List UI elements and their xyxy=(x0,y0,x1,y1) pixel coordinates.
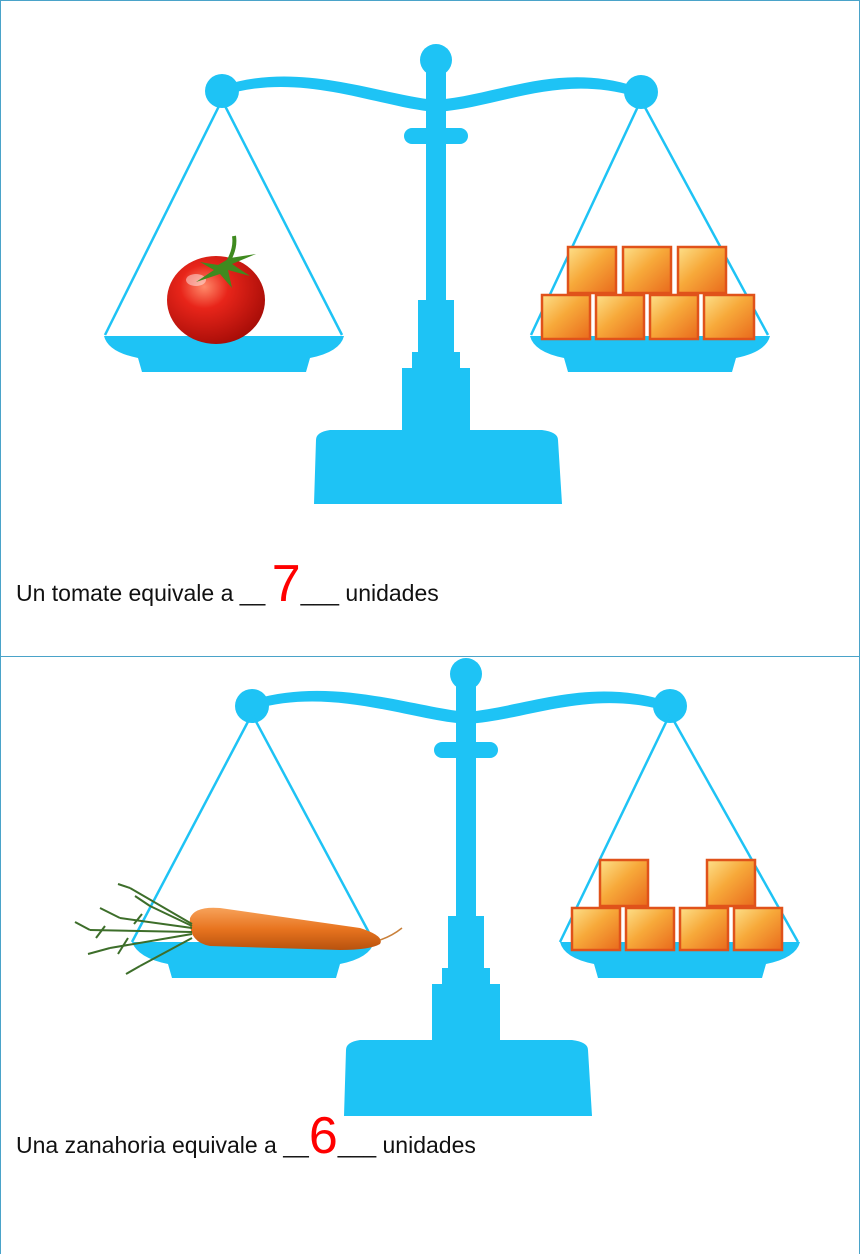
exercise-2-suffix: ___ unidades xyxy=(337,1132,476,1158)
exercise-1-suffix: ___ unidades xyxy=(300,580,439,606)
left-pan-1 xyxy=(104,336,344,372)
balance-scale-1 xyxy=(103,44,770,504)
unit-blocks-1 xyxy=(540,245,756,341)
exercise-1-answer: 7 xyxy=(271,555,301,613)
exercise-1-sentence: Un tomate equivale a __ 7___ unidades xyxy=(16,558,439,610)
balance-scale-2 xyxy=(74,658,800,1116)
exercise-1-prompt: Un tomate equivale a __ xyxy=(16,580,272,606)
exercise-2-sentence: Una zanahoria equivale a __6___ unidades xyxy=(16,1110,476,1162)
unit-blocks-2 xyxy=(570,858,784,952)
exercise-2-prompt: Una zanahoria equivale a __ xyxy=(16,1132,309,1158)
right-pan-1 xyxy=(530,336,770,372)
left-pan-2 xyxy=(132,942,374,978)
exercise-2-answer: 6 xyxy=(308,1107,338,1165)
tomato-icon xyxy=(167,235,265,344)
carrot-icon xyxy=(74,883,403,975)
